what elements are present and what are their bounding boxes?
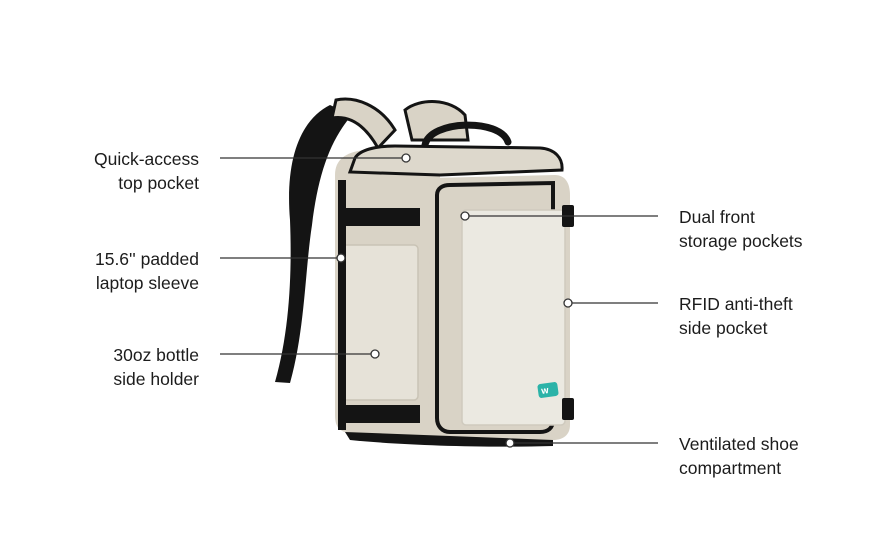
- shoe-compartment-base: [345, 432, 553, 447]
- brand-badge-icon: W: [537, 382, 559, 398]
- top-handle: [421, 121, 512, 149]
- callout-front-pockets: Dual front storage pockets: [679, 207, 803, 251]
- front-pocket-panel: [461, 209, 566, 426]
- right-shoulder-strap: [403, 100, 470, 142]
- top-lid: [347, 144, 564, 177]
- side-bottle-pocket: [339, 244, 419, 401]
- callout-bottle-holder: 30oz bottle side holder: [113, 345, 199, 389]
- callout-laptop-sleeve: 15.6'' padded laptop sleeve: [94, 249, 199, 293]
- left-shoulder-strap: [275, 105, 352, 383]
- callout-dots: [336, 153, 573, 448]
- callout-rfid-pocket: RFID anti-theft side pocket: [679, 294, 793, 338]
- callout-lines: [220, 157, 658, 444]
- callout-shoe-compartment: Ventilated shoe compartment: [679, 434, 799, 478]
- callout-top-pocket: Quick-access top pocket: [93, 149, 199, 193]
- svg-text:W: W: [541, 387, 550, 396]
